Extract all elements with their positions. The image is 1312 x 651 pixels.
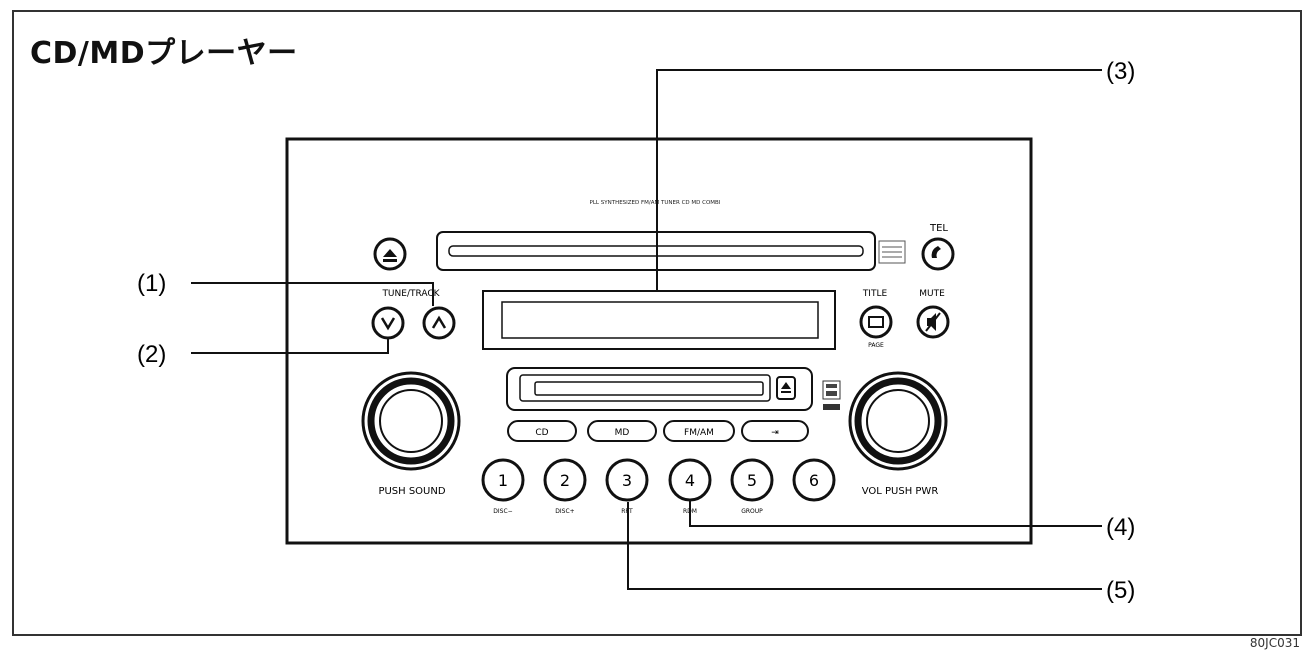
preset-2-button: 2 <box>543 458 587 502</box>
md-eject-button <box>776 376 796 400</box>
mute-label: MUTE <box>919 289 945 299</box>
push-sound-label: PUSH SOUND <box>378 486 445 497</box>
page-label: PAGE <box>868 342 884 349</box>
tel-button <box>921 237 955 271</box>
title-label: TITLE <box>862 289 888 299</box>
volume-knob <box>848 371 948 471</box>
source-fmam-button: FM/AM <box>663 420 735 442</box>
leader-line-2 <box>191 339 389 354</box>
compact-disc-logo-icon <box>878 240 906 264</box>
sound-knob <box>361 371 461 471</box>
button-label: MD <box>615 428 630 438</box>
button-label: 4 <box>685 471 695 490</box>
minidisc-logo-icon <box>822 380 841 410</box>
button-label: ⇥ <box>771 428 779 438</box>
title-button <box>859 305 893 339</box>
model-text: PLL SYNTHESIZED FM/AM TUNER CD MD COMBI <box>590 200 721 206</box>
callout-1: (1) <box>137 270 166 297</box>
preset-2-sublabel: DISC+ <box>555 508 574 515</box>
source-aux-button: ⇥ <box>741 420 809 442</box>
leader-line-3 <box>656 69 1102 290</box>
mute-button <box>916 305 950 339</box>
callout-4: (4) <box>1106 514 1135 541</box>
tune-down-button <box>371 306 405 340</box>
button-label: CD <box>535 428 548 438</box>
phone-icon <box>931 246 941 258</box>
page-title: CD/MDプレーヤー <box>30 36 298 71</box>
preset-5-sublabel: GROUP <box>741 508 763 515</box>
button-label: FM/AM <box>684 428 714 438</box>
preset-1-button: 1 <box>481 458 525 502</box>
preset-3-button: 3 <box>605 458 649 502</box>
preset-6-button: 6 <box>792 458 836 502</box>
leader-lines <box>191 69 1102 590</box>
chevron-down-icon <box>380 317 396 331</box>
leader-line-4 <box>689 500 1102 527</box>
leader-line-1 <box>191 282 434 306</box>
leader-line-5 <box>627 502 1102 590</box>
button-label: 2 <box>560 471 570 490</box>
cd-eject-button <box>373 237 407 271</box>
figure-code: 80JC031 <box>1249 636 1300 650</box>
preset-4-button: 4 <box>668 458 712 502</box>
vol-push-pwr-label: VOL PUSH PWR <box>862 486 939 497</box>
source-cd-button: CD <box>507 420 577 442</box>
chevron-up-icon <box>431 315 447 329</box>
tune-up-button <box>422 306 456 340</box>
mute-icon <box>927 313 936 331</box>
button-label: 1 <box>498 471 508 490</box>
button-label: 3 <box>622 471 632 490</box>
preset-1-sublabel: DISC− <box>493 508 512 515</box>
display-screen <box>501 301 819 339</box>
head-unit-panel <box>285 137 1033 545</box>
preset-5-button: 5 <box>730 458 774 502</box>
tune-track-label: TUNE/TRACK <box>381 289 440 299</box>
source-md-button: MD <box>587 420 657 442</box>
button-label: 6 <box>809 471 819 490</box>
callout-5: (5) <box>1106 577 1135 604</box>
button-label: 5 <box>747 471 757 490</box>
callout-2: (2) <box>137 341 166 368</box>
callout-3: (3) <box>1106 58 1135 85</box>
tel-label: TEL <box>929 223 948 234</box>
